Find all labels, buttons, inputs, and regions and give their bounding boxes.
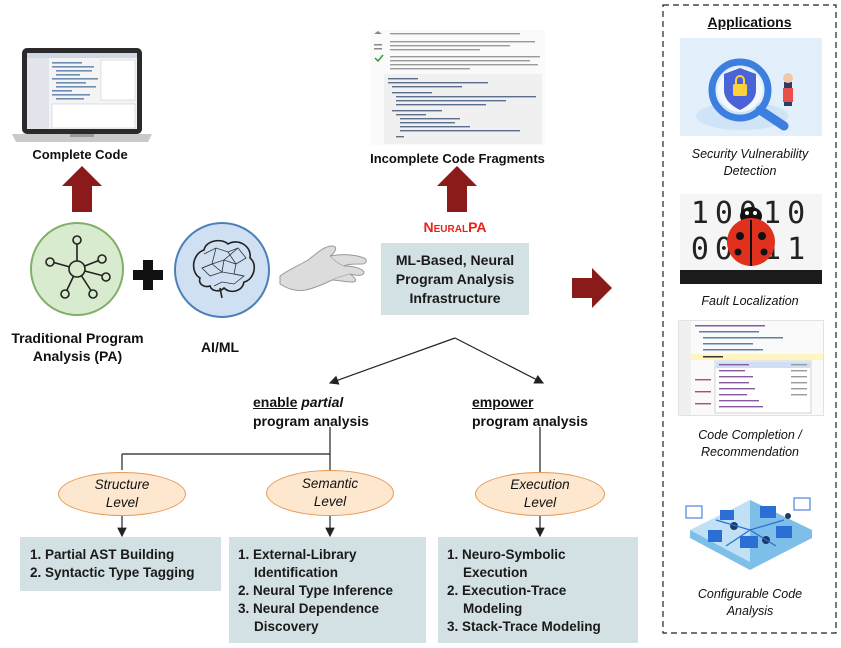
code-completion-caption: Code Completion / Recommendation (670, 427, 830, 461)
structure-item: 2. Syntactic Type Tagging (30, 565, 195, 580)
hand-image (278, 236, 370, 294)
neuralpa-line3: Infrastructure (409, 289, 501, 306)
execution-item-cont: Modeling (463, 601, 523, 616)
configurable-analysis-caption: Configurable Code Analysis (670, 586, 830, 620)
execution-item-cont: Execution (463, 565, 528, 580)
aiml-circle (174, 222, 270, 318)
security-vulnerability-image (680, 38, 822, 136)
security-vulnerability-caption: Security Vulnerability Detection (670, 146, 830, 180)
plus-icon (133, 260, 163, 290)
up-arrow-incomplete-code (437, 166, 477, 212)
ladybug-icon (727, 207, 775, 266)
structure-item: 1. Partial AST Building (30, 547, 175, 562)
fault-localization-caption: Fault Localization (701, 294, 799, 308)
right-arrow-applications (572, 268, 612, 308)
enable-word: enable (253, 394, 298, 410)
partial-line2: program analysis (253, 413, 369, 429)
neuralpa-box: ML-Based, Neural Program Analysis Infras… (381, 243, 529, 315)
semantic-item: 3. Neural Dependence (238, 601, 380, 616)
security-caption-line1: Security Vulnerability (691, 147, 809, 161)
connector-to-partial (328, 337, 456, 385)
execution-level-line1: Execution (510, 477, 570, 492)
empower-word: empower (472, 394, 534, 410)
structure-level-line1: Structure (94, 477, 150, 492)
complete-code-label: Complete Code (32, 147, 128, 162)
semantic-level-line1: Semantic (301, 476, 359, 491)
connector-to-empower (454, 337, 545, 384)
empower-line2: program analysis (472, 413, 588, 429)
structure-level-line2: Level (105, 495, 139, 510)
neuralpa-title: NeuralPA (423, 219, 487, 235)
security-caption-line2: Detection (723, 164, 777, 178)
applications-title: Applications (707, 14, 792, 30)
brain-icon (192, 239, 256, 299)
partial-branch-label: enable partial program analysis (253, 393, 413, 431)
traditional-pa-line1: Traditional Program (11, 330, 144, 346)
structure-box: 1. Partial AST Building 2. Syntactic Typ… (20, 537, 221, 591)
code-completion-caption-line1: Code Completion / (698, 428, 802, 442)
fault-localization-image: 10010 00011 (680, 194, 822, 284)
empower-branch-label: empower program analysis (472, 393, 612, 431)
semantic-box: 1. External-Library Identification 2. Ne… (229, 537, 426, 643)
configurable-analysis-image (680, 480, 822, 574)
execution-item: 3. Stack-Trace Modeling (447, 619, 601, 634)
incomplete-code-label: Incomplete Code Fragments (370, 151, 545, 166)
up-arrow-complete-code (62, 166, 102, 212)
code-completion-image (678, 320, 824, 416)
neuralpa-line2: Program Analysis (395, 270, 515, 287)
execution-level-line2: Level (523, 495, 557, 510)
configurable-caption-line2: Analysis (726, 604, 774, 618)
semantic-item: 2. Neural Type Inference (238, 583, 394, 598)
partial-word: partial (301, 394, 344, 410)
semantic-level-line2: Level (313, 494, 347, 509)
laptop-image (8, 44, 156, 146)
traditional-pa-label: Traditional Program Analysis (PA) (0, 329, 155, 365)
neuralpa-line1: ML-Based, Neural (395, 251, 515, 268)
traditional-pa-circle (30, 222, 124, 316)
aiml-label: AI/ML (200, 339, 240, 355)
semantic-item: 1. External-Library (238, 547, 357, 562)
semantic-item-cont: Identification (254, 565, 338, 580)
incomplete-code-snippet (370, 30, 545, 145)
configurable-caption-line1: Configurable Code (697, 587, 803, 601)
traditional-pa-line2: Analysis (PA) (32, 348, 123, 364)
execution-item: 1. Neuro-Symbolic (447, 547, 566, 562)
execution-item: 2. Execution-Trace (447, 583, 567, 598)
execution-box: 1. Neuro-Symbolic Execution 2. Execution… (438, 537, 638, 643)
code-completion-caption-line2: Recommendation (701, 445, 799, 459)
network-graph-icon (45, 235, 111, 299)
fault-banner (680, 270, 822, 284)
semantic-item-cont: Discovery (254, 619, 319, 634)
